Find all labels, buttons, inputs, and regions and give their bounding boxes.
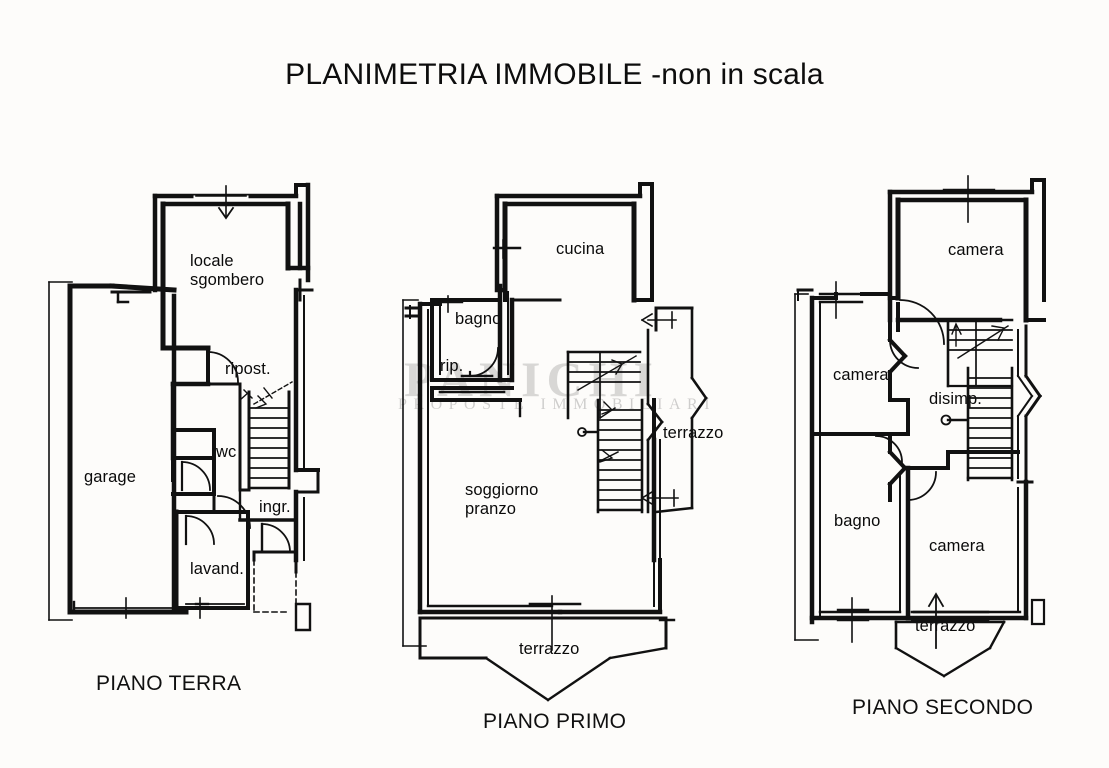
- room-label-rip: rip.: [440, 357, 464, 375]
- room-label-cucina: cucina: [556, 240, 605, 258]
- room-label-garage: garage: [84, 468, 136, 486]
- room-label-bagno: bagno: [455, 310, 502, 328]
- room-label-lavand: lavand.: [190, 560, 244, 578]
- room-label-camera-ovest: camera: [833, 366, 889, 384]
- room-label-bagno-secondo: bagno: [834, 512, 881, 530]
- room-label-soggiorno-pranzo: soggiorno pranzo: [465, 481, 538, 520]
- room-label-line: locale: [190, 252, 234, 270]
- floor-caption-piano-primo: PIANO PRIMO: [483, 710, 627, 733]
- room-label-terrazzo-sud: terrazzo: [519, 640, 580, 658]
- room-label-line: sgombero: [190, 271, 265, 290]
- room-label-ingr: ingr.: [259, 498, 291, 516]
- floor-caption-piano-secondo: PIANO SECONDO: [852, 696, 1034, 719]
- room-label-line: soggiorno: [465, 481, 539, 499]
- room-label-locale-sgombero: locale sgombero: [190, 252, 264, 291]
- page-title: PLANIMETRIA IMMOBILE -non in scala: [285, 58, 824, 91]
- room-label-camera-sud: camera: [929, 537, 985, 555]
- room-label-line: pranzo: [465, 500, 517, 519]
- room-label-wc: wc: [216, 443, 237, 461]
- room-label-camera-nord: camera: [948, 241, 1004, 259]
- floor-caption-piano-terra: PIANO TERRA: [96, 672, 242, 695]
